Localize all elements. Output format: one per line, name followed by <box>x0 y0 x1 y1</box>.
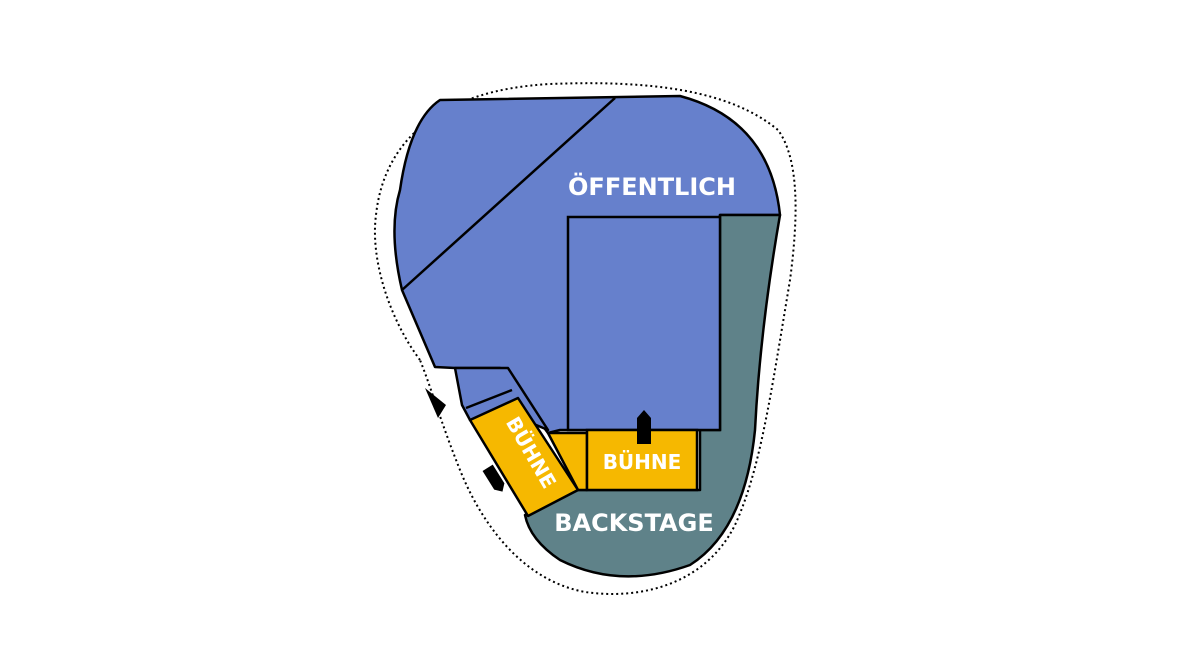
entrance-marker-icon <box>482 464 505 492</box>
public-zone-divider <box>401 97 616 291</box>
public-zone-label: ÖFFENTLICH <box>568 171 736 201</box>
main-stage-label: BÜHNE <box>603 450 682 474</box>
backstage-zone[interactable] <box>523 213 782 578</box>
dotted-path-line <box>374 82 797 595</box>
entrance-marker-icon <box>637 410 651 444</box>
side-stage-foyer-divider <box>465 388 513 410</box>
direction-arrow-icon <box>425 388 446 418</box>
backstage-zone-label: BACKSTAGE <box>554 509 714 537</box>
side-stage[interactable] <box>468 396 580 518</box>
main-hall[interactable] <box>566 215 722 432</box>
